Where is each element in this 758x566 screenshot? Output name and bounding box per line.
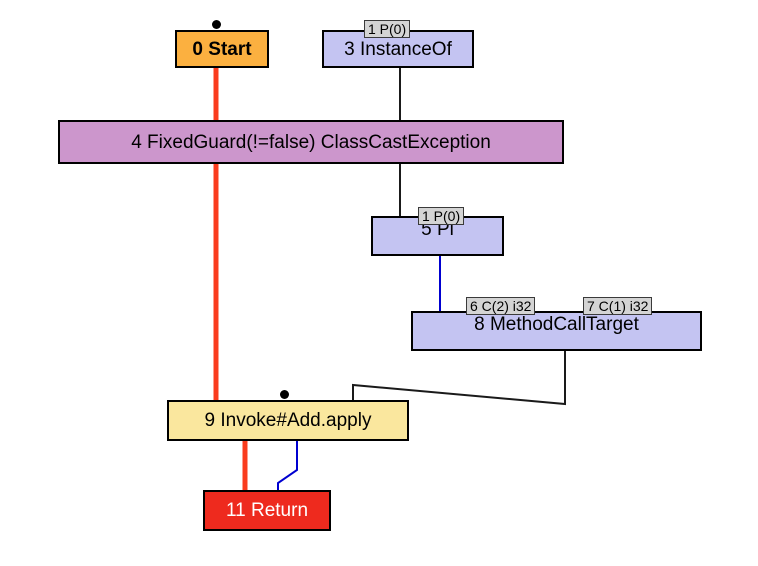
node-invoke-label: 9 Invoke#Add.apply — [204, 410, 372, 431]
node-fixedguard[interactable]: 4 FixedGuard(!=false) ClassCastException — [58, 120, 564, 164]
edge-methodcalltarget-to-invoke — [352, 351, 566, 406]
port-label-methodcalltarget-arg7[interactable]: 7 C(1) i32 — [583, 297, 653, 315]
node-return-label: 11 Return — [225, 500, 309, 521]
node-start-anchor-dot — [212, 20, 221, 29]
node-instanceof-label: 3 InstanceOf — [344, 38, 452, 60]
port-label-instanceof-input[interactable]: 1 P(0) — [364, 20, 411, 38]
node-start[interactable]: 0 Start — [175, 30, 269, 68]
port-label-instanceof-input-text: 1 P(0) — [368, 21, 407, 37]
node-return[interactable]: 11 Return — [203, 490, 331, 531]
node-methodcalltarget[interactable]: 8 MethodCallTarget — [411, 311, 702, 351]
node-start-label: 0 Start — [192, 38, 252, 60]
port-label-methodcalltarget-arg7-text: 7 C(1) i32 — [587, 298, 649, 314]
port-label-methodcalltarget-arg6-text: 6 C(2) i32 — [470, 298, 532, 314]
port-label-pi-input[interactable]: 1 P(0) — [418, 207, 465, 225]
port-label-methodcalltarget-arg6[interactable]: 6 C(2) i32 — [466, 297, 536, 315]
port-label-pi-input-text: 1 P(0) — [422, 208, 461, 224]
node-methodcalltarget-label: 8 MethodCallTarget — [474, 313, 639, 335]
node-invoke-anchor-dot — [280, 390, 289, 399]
node-invoke[interactable]: 9 Invoke#Add.apply — [167, 400, 409, 441]
edge-invoke-to-return-data — [277, 441, 298, 490]
node-fixedguard-label: 4 FixedGuard(!=false) ClassCastException — [131, 131, 491, 153]
node-instanceof[interactable]: 3 InstanceOf — [322, 30, 474, 68]
